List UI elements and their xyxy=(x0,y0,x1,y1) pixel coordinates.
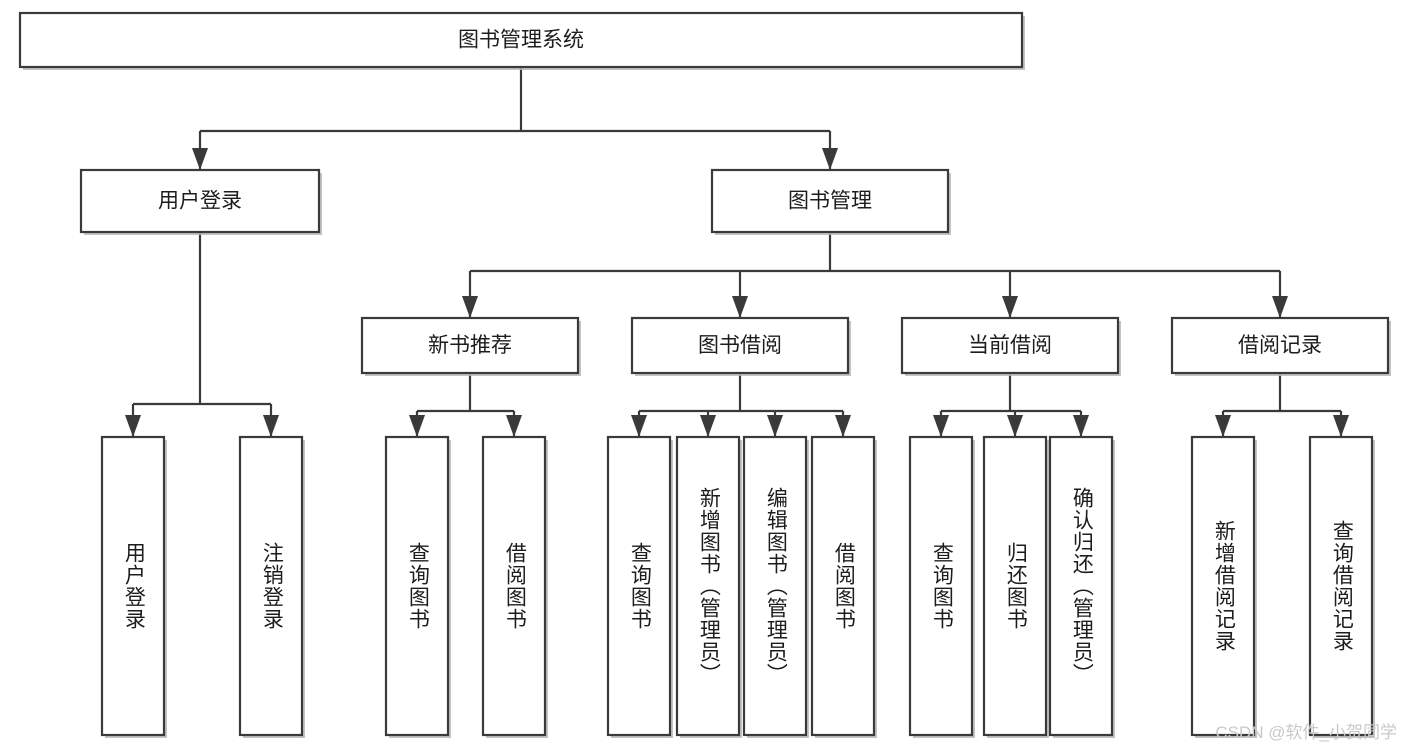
leaf-hitbox-leaf-borrow-book-2[interactable] xyxy=(812,437,874,735)
arrow-head-icon xyxy=(700,415,716,437)
node-rect[interactable] xyxy=(18,11,1024,69)
node-rect[interactable] xyxy=(742,435,808,737)
arrow-head-icon xyxy=(822,148,838,170)
arrow-head-icon xyxy=(631,415,647,437)
leaf-hitbox-leaf-query-book-3[interactable] xyxy=(910,437,972,735)
node-rect[interactable] xyxy=(79,168,321,234)
arrow-head-icon xyxy=(767,415,783,437)
arrow-head-icon xyxy=(506,415,522,437)
leaf-hitbox-leaf-logout[interactable] xyxy=(240,437,302,735)
arrow-head-icon xyxy=(462,296,478,318)
node-user-login[interactable] xyxy=(79,168,322,235)
arrow-head-icon xyxy=(1007,415,1023,437)
node-leaf-confirm-return[interactable] xyxy=(1048,435,1115,738)
node-rect[interactable] xyxy=(360,316,580,375)
arrow-head-icon xyxy=(1215,415,1231,437)
node-rect[interactable] xyxy=(710,168,950,234)
node-leaf-query-book-2[interactable] xyxy=(606,435,673,738)
leaf-hitbox-leaf-borrow-book-1[interactable] xyxy=(483,437,545,735)
node-rect[interactable] xyxy=(675,435,741,737)
arrow-head-icon xyxy=(192,148,208,170)
node-root[interactable] xyxy=(18,11,1025,70)
node-book-borrow[interactable] xyxy=(630,316,851,376)
leaf-hitbox-leaf-query-record[interactable] xyxy=(1310,437,1372,735)
leaf-hitbox-leaf-edit-book[interactable] xyxy=(744,437,806,735)
leaf-hitbox-leaf-user-login[interactable] xyxy=(102,437,164,735)
node-rect[interactable] xyxy=(630,316,850,375)
node-new-book-recommend[interactable] xyxy=(360,316,581,376)
arrow-head-icon xyxy=(1073,415,1089,437)
node-label-user-login: 用户登录 xyxy=(158,190,242,213)
watermark-text: CSDN @软件_小贺同学 xyxy=(1215,723,1397,742)
node-current-borrow[interactable] xyxy=(900,316,1121,376)
node-label-borrow-record: 借阅记录 xyxy=(1238,334,1322,357)
node-label-book-borrow: 图书借阅 xyxy=(698,334,782,357)
leaf-hitbox-leaf-confirm-return[interactable] xyxy=(1050,437,1112,735)
node-leaf-query-book-3[interactable] xyxy=(908,435,975,738)
node-rect[interactable] xyxy=(810,435,876,737)
node-leaf-return-book[interactable] xyxy=(982,435,1049,738)
node-rect[interactable] xyxy=(481,435,547,737)
node-borrow-record[interactable] xyxy=(1170,316,1391,376)
node-rect[interactable] xyxy=(238,435,304,737)
leaf-hitbox-leaf-query-book-1[interactable] xyxy=(386,437,448,735)
leaf-hitbox-leaf-query-book-2[interactable] xyxy=(608,437,670,735)
node-rect[interactable] xyxy=(1190,435,1256,737)
arrow-head-icon xyxy=(1002,296,1018,318)
node-rect[interactable] xyxy=(1048,435,1114,737)
leaf-hitbox-leaf-add-book[interactable] xyxy=(677,437,739,735)
node-leaf-query-record[interactable] xyxy=(1308,435,1375,738)
arrow-head-icon xyxy=(409,415,425,437)
node-rect[interactable] xyxy=(606,435,672,737)
leaf-hitbox-leaf-return-book[interactable] xyxy=(984,437,1046,735)
node-leaf-borrow-book-2[interactable] xyxy=(810,435,877,738)
node-leaf-user-login[interactable] xyxy=(100,435,167,738)
arrow-head-icon xyxy=(732,296,748,318)
node-leaf-add-book[interactable] xyxy=(675,435,742,738)
arrow-head-icon xyxy=(125,415,141,437)
node-rect[interactable] xyxy=(100,435,166,737)
node-rect[interactable] xyxy=(1308,435,1374,737)
node-rect[interactable] xyxy=(908,435,974,737)
node-rect[interactable] xyxy=(384,435,450,737)
connectors-layer xyxy=(125,67,1349,437)
leaf-hitbox-leaf-add-record[interactable] xyxy=(1192,437,1254,735)
boxes-layer xyxy=(18,11,1391,738)
node-book-manage[interactable] xyxy=(710,168,951,235)
node-label-root: 图书管理系统 xyxy=(458,29,584,52)
node-rect[interactable] xyxy=(1170,316,1390,375)
node-label-new-book-recommend: 新书推荐 xyxy=(428,334,512,357)
arrow-head-icon xyxy=(933,415,949,437)
arrow-head-icon xyxy=(263,415,279,437)
arrow-head-icon xyxy=(1272,296,1288,318)
node-rect[interactable] xyxy=(900,316,1120,375)
arrow-head-icon xyxy=(835,415,851,437)
node-leaf-logout[interactable] xyxy=(238,435,305,738)
node-leaf-edit-book[interactable] xyxy=(742,435,809,738)
node-label-current-borrow: 当前借阅 xyxy=(968,334,1052,357)
arrow-head-icon xyxy=(1333,415,1349,437)
node-rect[interactable] xyxy=(982,435,1048,737)
node-leaf-add-record[interactable] xyxy=(1190,435,1257,738)
node-label-book-manage: 图书管理 xyxy=(788,190,872,213)
node-leaf-query-book-1[interactable] xyxy=(384,435,451,738)
node-leaf-borrow-book-1[interactable] xyxy=(481,435,548,738)
